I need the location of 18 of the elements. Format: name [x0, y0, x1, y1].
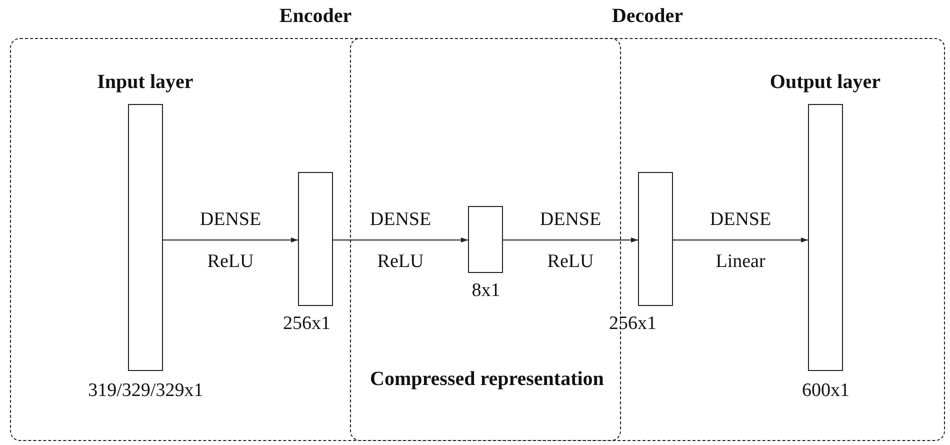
edge-label: DENSE ReLU [200, 208, 262, 274]
dimension-label: 256x1 [608, 312, 656, 335]
arrow [162, 238, 298, 242]
arrow [332, 238, 468, 242]
region-label: Compressed representation [370, 368, 604, 391]
edge-label: DENSE ReLU [370, 208, 432, 274]
dimension-label: 319/329/329x1 [88, 380, 204, 402]
edge-label: DENSE ReLU [540, 208, 602, 274]
layer-title: Decoder [612, 5, 684, 28]
layer-title: Input layer [97, 70, 194, 94]
arrow [672, 238, 808, 242]
dimension-label: 8x1 [472, 280, 500, 302]
layer-title: Output layer [770, 70, 880, 94]
dimension-label: 256x1 [282, 312, 330, 335]
edge-label: DENSE Linear [710, 208, 772, 274]
arrow [502, 238, 638, 242]
layer-title: Encoder [279, 5, 352, 28]
dimension-label: 600x1 [802, 380, 850, 402]
